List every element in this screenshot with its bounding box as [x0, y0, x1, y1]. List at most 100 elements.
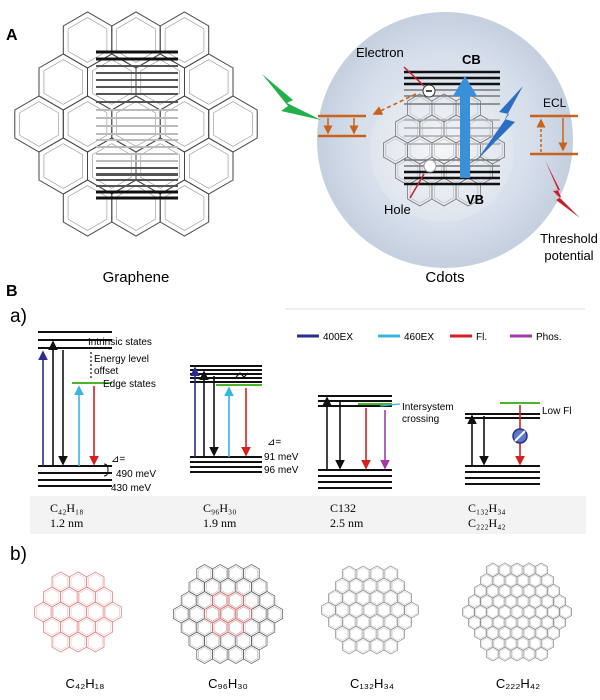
- structure-ring: [369, 565, 385, 583]
- structure-ring-inner: [548, 606, 559, 618]
- cdot-ring-inner: [470, 117, 491, 141]
- structure-core-ring: [235, 604, 252, 624]
- structure-ring: [34, 601, 53, 623]
- structure-ring: [173, 604, 190, 624]
- delta-2-value-1: 91 meV: [264, 452, 299, 463]
- structure-ring-inner: [213, 620, 227, 635]
- structure-ring-inner: [517, 574, 529, 587]
- graphene-ring-inner: [43, 59, 83, 105]
- structure-ring: [51, 571, 70, 593]
- cdot-ring-inner: [397, 117, 418, 141]
- graphene-ring-inner: [19, 101, 59, 147]
- structure-ring-inner: [260, 593, 274, 608]
- structure-ring: [404, 601, 419, 619]
- structure-ring: [51, 601, 70, 623]
- structure-ring-inner: [53, 603, 68, 621]
- structure-ring-inner: [536, 648, 547, 660]
- structure-ring-inner: [548, 627, 559, 639]
- excitation-arrowhead: [453, 76, 477, 96]
- graphene-ring-inner: [67, 17, 108, 63]
- structure-ring-inner: [198, 647, 212, 662]
- structure-ring-inner: [53, 633, 68, 651]
- cdot-ring-inner: [421, 117, 442, 141]
- structure-ring-inner: [105, 603, 120, 621]
- structure-ring-inner: [244, 593, 258, 608]
- structure-core-ring-inner: [213, 620, 227, 635]
- structure-ring-inner: [252, 633, 266, 649]
- structure-ring-inner: [530, 637, 541, 650]
- structure-ring: [251, 577, 268, 597]
- structure-ring-inner: [487, 606, 498, 618]
- cdots-core: [370, 78, 514, 222]
- structure-ring: [188, 577, 205, 597]
- structure-ring: [369, 613, 385, 631]
- structure-ring-inner: [371, 567, 383, 581]
- structure-ring-inner: [364, 603, 376, 617]
- structure-ring-inner: [391, 579, 404, 593]
- structure-ring-inner: [530, 616, 541, 629]
- structure-ring: [103, 601, 122, 623]
- graphene-ring: [159, 179, 210, 237]
- structure-ring: [243, 645, 260, 664]
- graphene-ring-inner: [213, 101, 253, 147]
- structure-ring: [258, 618, 276, 637]
- structure-ring-inner: [475, 585, 486, 597]
- structure-ring-inner: [329, 615, 342, 629]
- structure-ring-inner: [182, 620, 196, 635]
- structure-ring-inner: [79, 588, 94, 606]
- structure-core-ring-inner: [229, 620, 243, 635]
- structure-ring-inner: [213, 566, 227, 581]
- hole-pointer: [409, 173, 425, 199]
- structure-ring: [348, 577, 364, 595]
- low-fl-label: Low Fl: [542, 406, 571, 417]
- structure-core-ring-inner: [221, 606, 235, 622]
- structure-ring: [196, 645, 213, 664]
- structure-ring: [196, 564, 213, 583]
- structure-ring-inner: [487, 627, 498, 639]
- graphene-ring-inner: [116, 17, 156, 63]
- structure-ring-inner: [198, 566, 212, 581]
- structure-ring-inner: [36, 603, 51, 621]
- structure-ring-inner: [44, 588, 60, 606]
- structure-ring-inner: [384, 639, 397, 653]
- structure-ring: [94, 616, 113, 638]
- graphene-ring-inner: [164, 17, 205, 63]
- cdot-ring-inner: [385, 138, 406, 162]
- structure-ring-inner: [505, 616, 517, 629]
- column-formula: C₁₃₂H₃₄: [468, 501, 506, 515]
- structure-ring-inner: [391, 627, 404, 641]
- graphene-ring-inner: [164, 185, 205, 231]
- cdot-ring-inner: [409, 96, 430, 120]
- structure-ring-inner: [44, 618, 60, 636]
- graphene-ring: [38, 53, 88, 111]
- structure-ring-inner: [244, 647, 258, 662]
- structure-ring: [348, 625, 364, 643]
- structure-ring-inner: [487, 585, 498, 597]
- structure-ring-inner: [384, 567, 397, 581]
- electron-label: Electron: [356, 45, 404, 60]
- structure-ring-inner: [221, 606, 235, 622]
- legend-label: Phos.: [536, 332, 562, 343]
- delta-2-label: ⊿=: [267, 437, 281, 448]
- graphene-ring-inner: [164, 101, 205, 147]
- structure-ring-inner: [398, 591, 411, 605]
- graphene-ring-inner: [189, 143, 229, 189]
- structure-1: [34, 571, 122, 653]
- structure-ring: [86, 631, 105, 653]
- structure-ring: [60, 586, 79, 608]
- structure-ring-inner: [343, 615, 356, 629]
- structure-3: [321, 565, 419, 655]
- structure-core-ring-inner: [229, 593, 243, 608]
- structure-ring-inner: [252, 579, 266, 595]
- structure-ring-inner: [505, 595, 517, 608]
- panel-a-label: A: [6, 27, 18, 44]
- structure-ring-inner: [329, 591, 342, 605]
- structure-ring-inner: [198, 620, 212, 635]
- structure-ring-inner: [511, 627, 523, 639]
- structure-ring-inner: [62, 588, 77, 606]
- delta-1-value-2: 430 meV: [111, 483, 151, 494]
- structure-ring-inner: [343, 567, 356, 581]
- column-size: C₂₂₂H₄₂: [468, 516, 506, 530]
- structure-ring-inner: [487, 648, 498, 660]
- graphene-ring-inner: [140, 143, 180, 189]
